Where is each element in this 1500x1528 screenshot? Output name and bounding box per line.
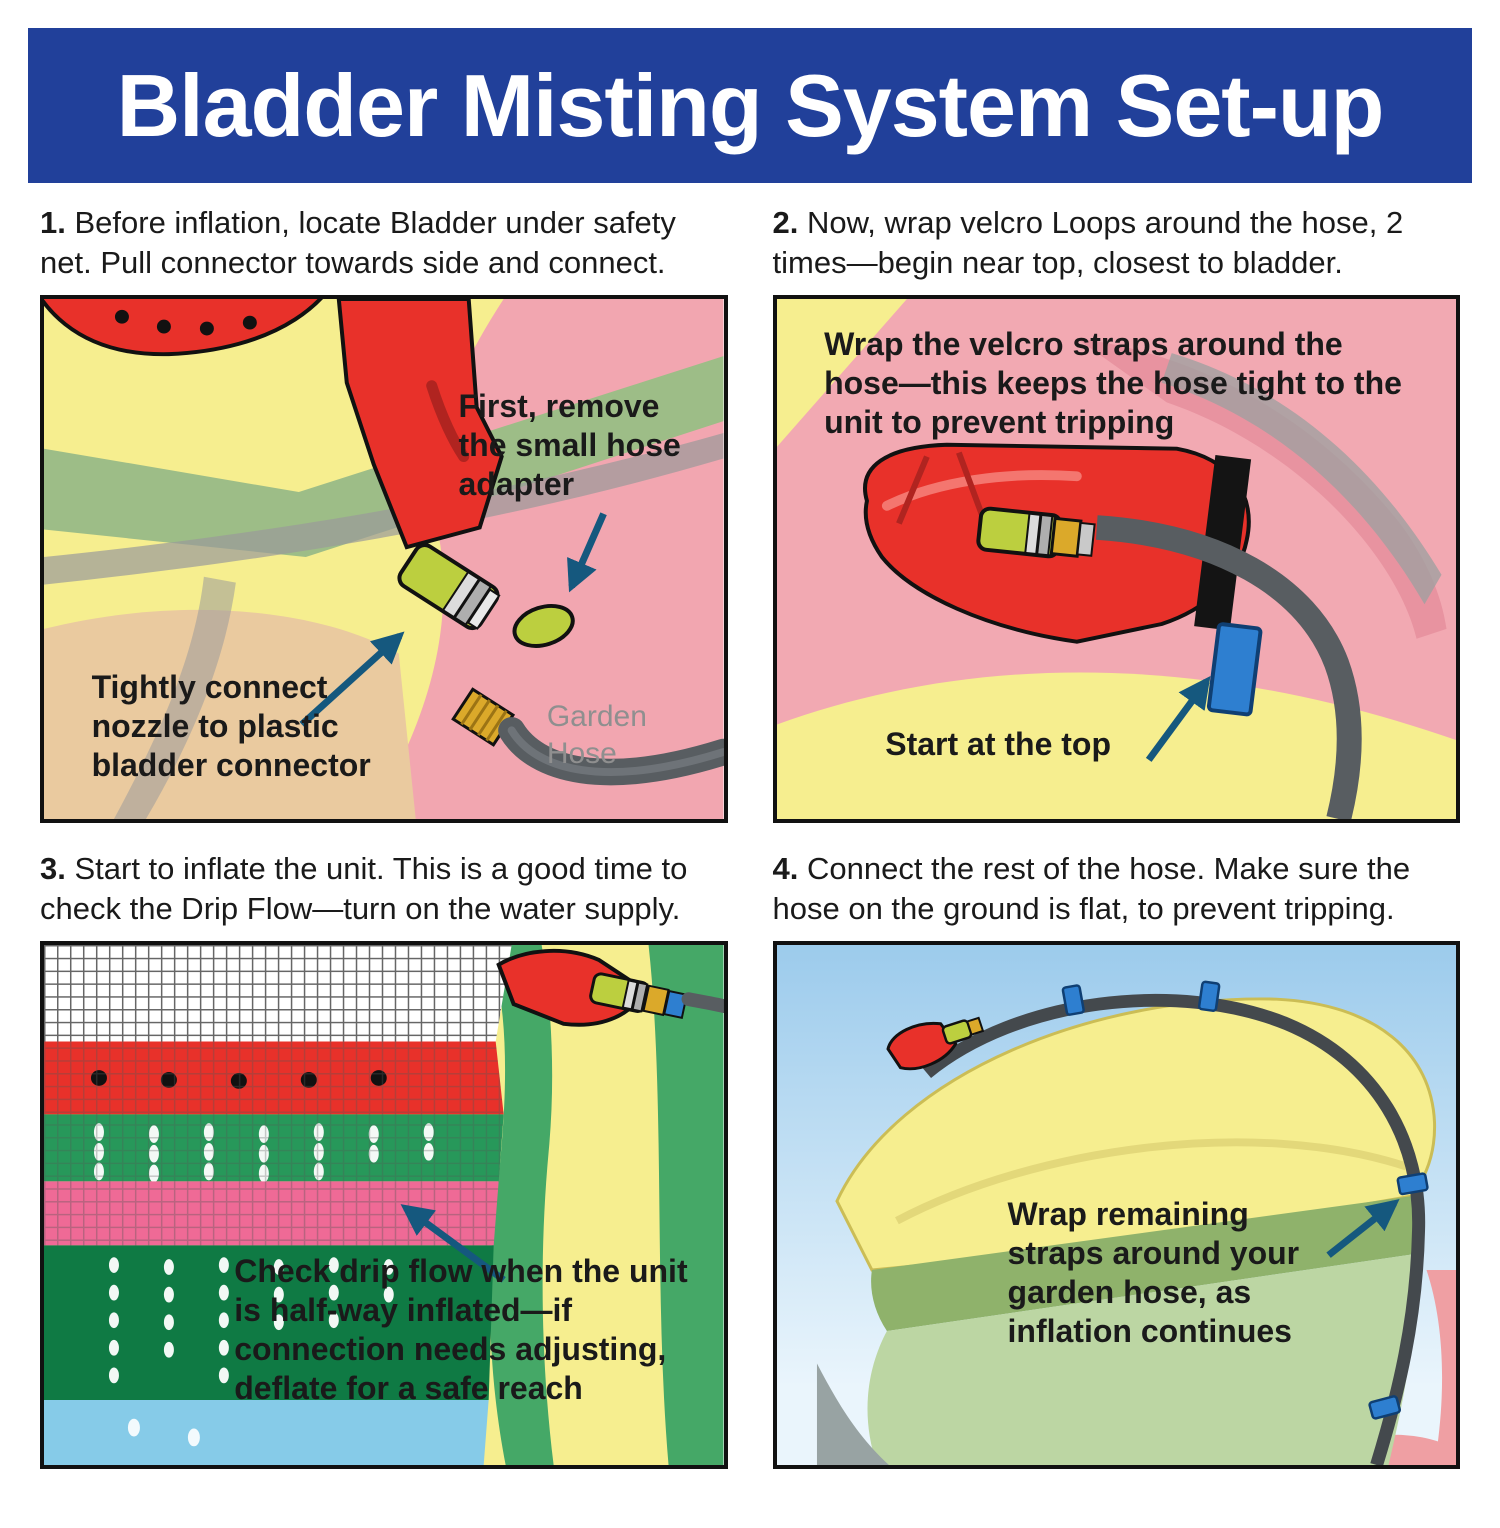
panel-4-illustration: Wrap remaining straps around your garden… (772, 941, 1460, 1469)
grommet-dot (242, 315, 257, 330)
bladder-connector (336, 299, 504, 550)
step-1-number: 1. (40, 205, 66, 240)
yellow-ground (776, 672, 1456, 819)
label-check-drip: Check drip flow when the unit is half-wa… (234, 1252, 688, 1406)
green-edge-band (870, 1196, 1421, 1332)
panel-1-illustration: First, remove the small hose adapter Tig… (40, 295, 728, 823)
arrow-to-strap (1325, 1199, 1400, 1258)
label-start-top: Start at the top (885, 726, 1111, 763)
blue-water (44, 1400, 489, 1465)
label-wrap-remaining: Wrap remaining straps around your garden… (1007, 1195, 1300, 1349)
pink-band-mesh (44, 1181, 499, 1246)
small-hose-adapter (512, 603, 575, 648)
tan-region (44, 609, 416, 819)
label-garden-hose: Garden Hose (546, 700, 647, 770)
hose (1095, 515, 1362, 819)
grommet-dot (199, 321, 214, 336)
arrow-to-adapter (567, 512, 607, 593)
step-4-caption: 4. Connect the rest of the hose. Make su… (772, 851, 1411, 926)
garden-hose-highlight (507, 726, 724, 776)
label-wrap-straps: Wrap the velcro straps around the hose—t… (824, 326, 1402, 441)
panel-3-art (44, 945, 724, 1465)
step-3-number: 3. (40, 851, 66, 886)
pink-shade (1076, 338, 1447, 639)
bladder-fold (894, 1138, 1408, 1225)
unit-green-edge (488, 945, 554, 1465)
velcro-straps (1061, 980, 1429, 1420)
step-1-caption: 1. Before inflation, locate Bladder unde… (40, 205, 676, 280)
instruction-sheet: Bladder Misting System Set-up 1. Before … (0, 28, 1500, 1528)
arrow-to-drip-area (400, 1204, 506, 1283)
connector-assembly (885, 1016, 984, 1071)
red-band-mesh (44, 1041, 504, 1115)
step-2-caption: 2. Now, wrap velcro Loops around the hos… (772, 205, 1404, 280)
panel-2-illustration: Wrap the velcro straps around the hose—t… (772, 295, 1460, 823)
green-band (44, 356, 724, 558)
bladder-highlight (881, 470, 1082, 511)
panel-4-art (776, 945, 1456, 1465)
arrow-to-nozzle (299, 631, 405, 727)
label-connect-nozzle: Tightly connect nozzle to plastic bladde… (91, 669, 371, 784)
step-2: 2. Now, wrap velcro Loops around the hos… (772, 203, 1460, 823)
water-drip (127, 1418, 140, 1437)
panel-1-art (44, 299, 724, 819)
safety-net-mesh (44, 945, 512, 1042)
arrow-to-strap (1145, 675, 1210, 762)
label-remove-adapter: First, remove the small hose adapter (458, 388, 681, 503)
grommet-dot (114, 309, 129, 324)
step-3: 3. Start to inflate the unit. This is a … (40, 849, 728, 1469)
grommet-dot (156, 319, 171, 334)
green-band-mesh (44, 1114, 504, 1182)
gray-streak (44, 432, 724, 585)
step-4: 4. Connect the rest of the hose. Make su… (772, 849, 1460, 1469)
hose-stub (681, 992, 724, 1013)
steps-grid: 1. Before inflation, locate Bladder unde… (40, 203, 1460, 1469)
dark-green-field (44, 1245, 494, 1400)
nozzle (397, 543, 501, 631)
right-green-strip (648, 945, 724, 1465)
nozzle-assembly (589, 972, 689, 1020)
nozzle-assembly (975, 506, 1096, 559)
page-title: Bladder Misting System Set-up (116, 55, 1385, 155)
step-1: 1. Before inflation, locate Bladder unde… (40, 203, 728, 823)
pink-right (1426, 1270, 1456, 1465)
velcro-strap (1396, 1172, 1429, 1196)
step-2-number: 2. (772, 205, 799, 240)
panel-2-art (776, 299, 1456, 819)
gray-underside (816, 1363, 889, 1465)
water-drip (187, 1428, 200, 1447)
step-3-caption: 3. Start to inflate the unit. This is a … (40, 851, 688, 926)
bladder-top-disc (44, 299, 323, 357)
panel-3-illustration: Check drip flow when the unit is half-wa… (40, 941, 728, 1469)
green-face (866, 1254, 1415, 1465)
velcro-strap (1061, 984, 1085, 1016)
drip-columns (108, 1257, 394, 1384)
gray-streak-2 (113, 576, 236, 819)
gray-band (1161, 353, 1442, 605)
header-banner: Bladder Misting System Set-up (28, 28, 1472, 183)
velcro-strap (1197, 980, 1220, 1012)
velcro-strap-blue (1206, 622, 1262, 717)
step-4-number: 4. (772, 851, 799, 886)
connector-detail (426, 380, 470, 462)
bladder-top-yellow (834, 997, 1436, 1272)
velcro-strap (1367, 1395, 1401, 1420)
yellow-corner (776, 299, 907, 447)
